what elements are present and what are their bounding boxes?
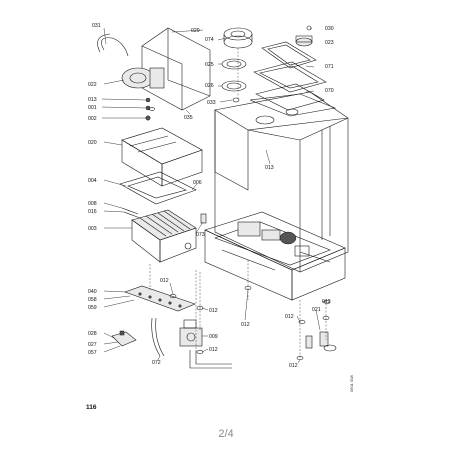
page-indicator: 2/4 [218,428,234,440]
label-008: 008 [88,201,97,207]
label-009: 009 [209,334,218,340]
document-reference: 0601 008 [349,375,354,392]
label-040: 040 [88,289,97,295]
label-029: 029 [191,28,200,34]
label-073: 073 [196,232,205,238]
label-072: 072 [152,360,161,366]
label-006: 006 [193,180,202,186]
fan-fixings [145,97,151,121]
water-connections [305,331,337,352]
label-013-top: 013 [88,97,97,103]
label-031: 031 [92,23,101,29]
seals-and-washers [149,97,331,361]
label-013-casing: 013 [265,165,274,171]
label-028: 028 [88,331,97,337]
electrodes [121,207,141,219]
label-003: 003 [88,226,97,232]
label-021: 021 [312,307,321,313]
fan-assembly [97,33,165,89]
ignition-module [111,330,137,347]
label-022: 022 [88,82,97,88]
label-012-right: 012 [322,299,331,305]
label-026: 026 [205,83,214,89]
flue-adapter [223,27,253,49]
gas-pipe [151,317,165,357]
label-057: 057 [88,350,97,356]
label-074: 074 [205,37,214,43]
burner-manifold [124,285,196,312]
label-012-bottom: 012 [289,363,298,369]
combustion-chamber [121,127,203,187]
gasket-rings [221,58,247,92]
label-012-burner: 012 [160,278,169,284]
label-002: 002 [88,116,97,122]
label-027: 027 [88,342,97,348]
label-016: 016 [88,209,97,215]
label-070: 070 [325,88,334,94]
label-030: 030 [325,26,334,32]
chamber-front-frame [119,171,197,205]
leader-lines [101,27,327,364]
label-012-valve-top: 012 [209,308,218,314]
label-033: 033 [207,100,216,106]
label-020: 020 [88,140,97,146]
sensor-073 [200,213,207,224]
label-059: 059 [88,305,97,311]
label-001: 001 [88,105,97,111]
base-frame [204,211,346,301]
label-071: 071 [325,64,334,70]
pressure-switch [295,25,313,47]
boiler-casing [214,91,349,273]
label-025: 025 [205,62,214,68]
label-012-valve-bottom: 012 [209,347,218,353]
top-plates [253,41,327,111]
label-004: 004 [88,178,97,184]
assembly-guide-lines [149,48,327,360]
page-number: 116 [86,404,97,411]
label-035: 035 [184,115,193,121]
label-023: 023 [325,40,334,46]
label-012-mid: 012 [285,314,294,320]
heat-exchanger [131,209,197,263]
label-058: 058 [88,297,97,303]
part-labels: 031 029 030 074 023 025 071 022 026 070 … [88,23,334,369]
label-012-base: 012 [241,322,250,328]
gas-inlet-pipe [189,350,232,369]
gas-valve [179,319,203,347]
